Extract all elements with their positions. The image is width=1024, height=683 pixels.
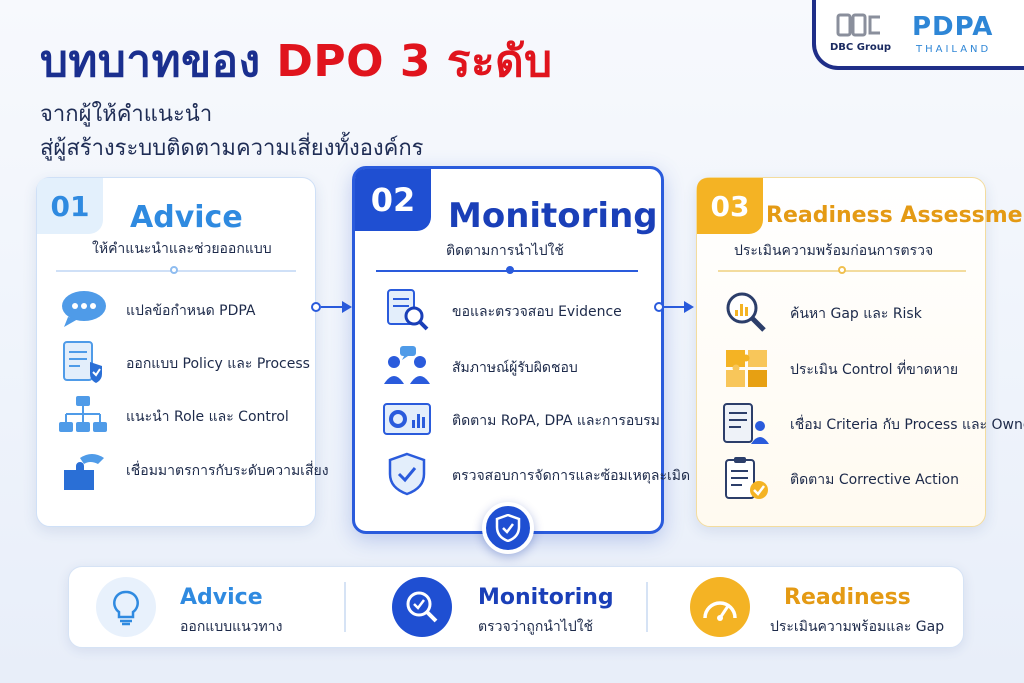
- card-monitoring-item-1: ขอและตรวจสอบ Evidence: [452, 304, 622, 320]
- summary-monitoring-title: Monitoring: [478, 585, 614, 610]
- summary-advice-title: Advice: [180, 585, 263, 610]
- document-search-icon: [382, 288, 432, 332]
- card-advice-subtitle: ให้คำแนะนำและช่วยออกแบบ: [92, 241, 272, 257]
- connector-1-line: [321, 306, 343, 308]
- gauge-icon: [690, 577, 750, 637]
- summary-bar: [68, 566, 964, 648]
- card-advice-item-2: ออกแบบ Policy และ Process: [126, 356, 310, 372]
- connector-2-dot: [654, 302, 664, 312]
- card-advice-number: 01: [37, 178, 103, 234]
- chat-bubble-icon: [58, 287, 108, 331]
- card-advice-item-3: แนะนำ Role และ Control: [126, 409, 289, 425]
- card-monitoring-number: 02: [355, 169, 431, 231]
- policy-document-icon: [58, 340, 108, 384]
- card-readiness-item-4: ติดตาม Corrective Action: [790, 472, 959, 488]
- monitoring-shield-badge-icon: [482, 502, 534, 554]
- summary-readiness-title: Readiness: [784, 585, 911, 610]
- connector-1-dot: [311, 302, 321, 312]
- shield-check-icon: [382, 452, 432, 496]
- page-title: บทบาทของ DPO 3 ระดับ: [40, 26, 553, 96]
- card-readiness-item-2: ประเมิน Control ที่ขาดหาย: [790, 362, 959, 378]
- subtitle-line-2: สู่ผู้สร้างระบบติดตามความเสี่ยงทั้งองค์ก…: [40, 136, 424, 161]
- subtitle-line-1: จากผู้ให้คำแนะนำ: [40, 102, 213, 127]
- document-person-icon: [722, 402, 772, 446]
- card-advice-item-4: เชื่อมมาตรการกับระดับความเสี่ยง: [126, 463, 329, 479]
- card-readiness-item-1: ค้นหา Gap และ Risk: [790, 306, 922, 322]
- interview-people-icon: [382, 344, 432, 388]
- clipboard-check-icon: [722, 456, 772, 500]
- title-part-1: บทบาทของ: [40, 36, 277, 87]
- connector-1-arrow-icon: [342, 301, 352, 313]
- card-readiness-subtitle: ประเมินความพร้อมก่อนการตรวจ: [734, 243, 934, 259]
- summary-advice-subtitle: ออกแบบแนวทาง: [180, 619, 283, 635]
- summary-monitoring-subtitle: ตรวจว่าถูกนำไปใช้: [478, 619, 594, 635]
- card-monitoring-item-3: ติดตาม RoPA, DPA และการอบรม: [452, 413, 660, 429]
- card-readiness-title: Readiness Assessment: [766, 203, 1024, 228]
- card-monitoring-title: Monitoring: [448, 196, 658, 236]
- summary-separator-1: [344, 582, 346, 632]
- summary-readiness-subtitle: ประเมินความพร้อมและ Gap: [770, 619, 945, 635]
- connector-2-line: [664, 306, 686, 308]
- card-advice-divider-dot: [170, 266, 178, 274]
- dbc-group-label: DBC Group: [830, 42, 892, 53]
- thailand-logo-text: THAILAND: [916, 44, 992, 55]
- magnifier-check-icon: [392, 577, 452, 637]
- card-monitoring-subtitle: ติดตามการนำไปใช้: [446, 243, 564, 259]
- lightbulb-icon: [96, 577, 156, 637]
- puzzle-hand-icon: [58, 448, 108, 492]
- puzzle-pieces-icon: [722, 346, 772, 390]
- dbc-logo-icon: [836, 13, 880, 37]
- card-advice-title: Advice: [130, 200, 243, 235]
- card-readiness-divider-dot: [838, 266, 846, 274]
- card-monitoring-divider-dot: [506, 266, 514, 274]
- dashboard-chart-icon: [382, 398, 432, 442]
- connector-2-arrow-icon: [684, 301, 694, 313]
- org-chart-icon: [58, 394, 108, 438]
- card-readiness-number: 03: [697, 178, 763, 234]
- magnifier-chart-icon: [722, 290, 772, 334]
- summary-separator-2: [646, 582, 648, 632]
- pdpa-logo-text: PDPA: [912, 12, 994, 42]
- card-readiness-item-3: เชื่อม Criteria กับ Process และ Owner: [790, 417, 1024, 433]
- card-monitoring-item-2: สัมภาษณ์ผู้รับผิดชอบ: [452, 360, 578, 376]
- card-monitoring-item-4: ตรวจสอบการจัดการและซ้อมเหตุละเมิด: [452, 468, 691, 484]
- card-advice-item-1: แปลข้อกำหนด PDPA: [126, 303, 256, 319]
- title-part-2: DPO 3 ระดับ: [276, 36, 553, 87]
